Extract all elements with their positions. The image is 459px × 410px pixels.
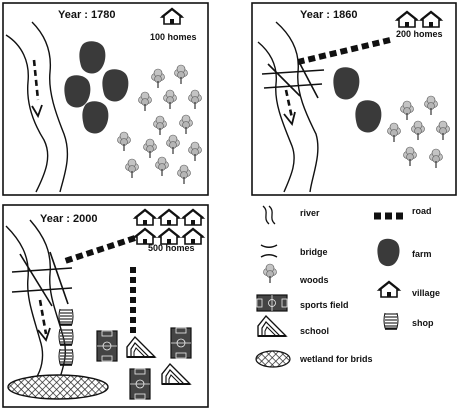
legend: river road bridge farm woods villag <box>255 205 440 368</box>
map-2000-title: Year : 2000 <box>40 213 98 225</box>
legend-shop: shop <box>383 312 434 330</box>
legend-bridge: bridge <box>260 244 328 258</box>
legend-woods-label: woods <box>299 275 329 285</box>
farm-icon <box>377 238 400 267</box>
legend-shop-label: shop <box>412 318 434 328</box>
map-1780: Year : 1780 100 homes <box>2 2 209 196</box>
legend-sports-field: sports field <box>256 294 349 312</box>
legend-farm-label: farm <box>412 249 432 259</box>
roads <box>61 235 136 333</box>
shop-icon <box>383 312 399 330</box>
map-1860-homes: 200 homes <box>396 29 443 39</box>
map-1860: Year : 1860 200 homes <box>251 2 457 196</box>
river <box>5 21 69 193</box>
map-1780-title: Year : 1780 <box>58 9 116 21</box>
legend-road-label: road <box>412 206 432 216</box>
legend-wetland: wetland for brids <box>255 350 373 368</box>
legend-bridge-label: bridge <box>300 247 328 257</box>
sports-field-icon <box>256 294 288 312</box>
map-1860-frame <box>251 2 457 196</box>
bridge <box>11 251 73 307</box>
legend-river: river <box>262 205 320 225</box>
legend-road: road <box>374 206 432 220</box>
wetland-icon <box>255 350 291 368</box>
map-2000: Year : 2000 500 homes <box>2 204 209 408</box>
legend-village-label: village <box>412 288 440 298</box>
map-1860-title: Year : 1860 <box>300 9 358 21</box>
legend-woods: woods <box>262 263 329 285</box>
river <box>5 219 67 379</box>
sports-field-icon <box>96 330 118 362</box>
wetland <box>7 374 109 400</box>
village-icon <box>377 280 401 299</box>
woods-icon <box>262 263 278 284</box>
map-1780-homes: 100 homes <box>150 32 197 42</box>
road <box>297 37 391 65</box>
sports-field-icon <box>129 368 151 400</box>
river-icon <box>262 205 276 225</box>
legend-farm: farm <box>377 238 432 267</box>
legend-school-label: school <box>300 326 329 336</box>
legend-river-label: river <box>300 208 320 218</box>
school-icon <box>257 315 287 337</box>
map-2000-homes: 500 homes <box>148 243 195 253</box>
legend-school: school <box>257 315 329 337</box>
legend-sports-field-label: sports field <box>300 300 349 310</box>
bridge <box>261 59 325 99</box>
sports-field-icon <box>170 327 192 359</box>
river <box>257 21 319 193</box>
legend-village: village <box>377 280 440 299</box>
legend-wetland-label: wetland for brids <box>299 354 373 364</box>
wetland-icon <box>7 374 109 400</box>
bridge-icon <box>260 244 278 258</box>
